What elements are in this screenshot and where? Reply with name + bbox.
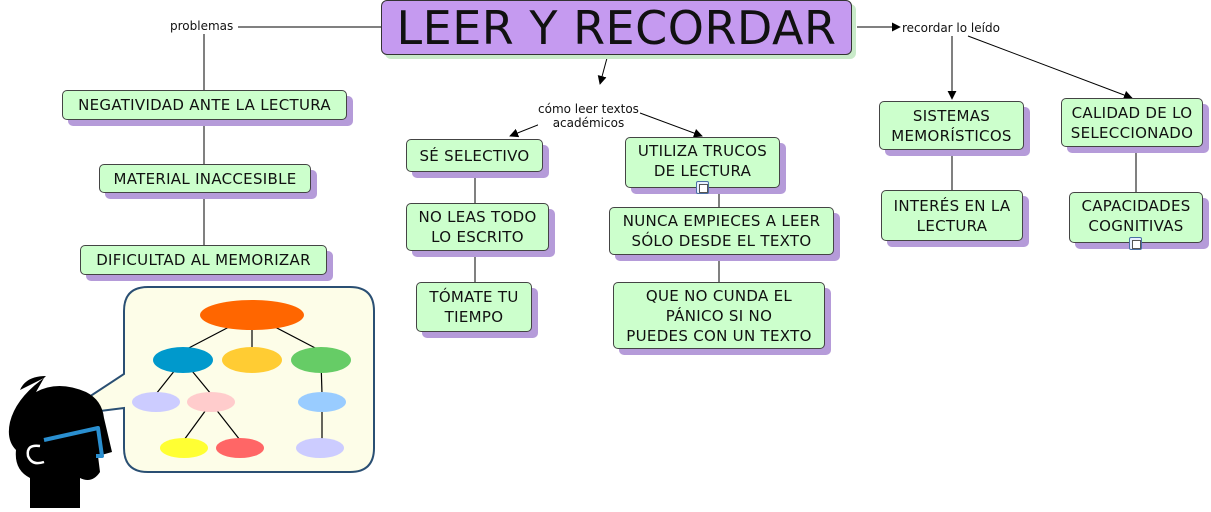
node-interes-lectura[interactable]: INTERÉS EN LA LECTURA	[881, 190, 1023, 241]
node-material-inaccesible[interactable]: MATERIAL INACCESIBLE	[99, 164, 311, 193]
node-tomate-tu-tiempo[interactable]: TÓMATE TU TIEMPO	[416, 282, 532, 332]
document-icon[interactable]	[696, 181, 709, 194]
node-negatividad[interactable]: NEGATIVIDAD ANTE LA LECTURA	[62, 90, 347, 120]
link-label-como-leer: cómo leer textos académicos	[538, 88, 639, 130]
node-capacidades-cognitivas[interactable]: CAPACIDADES COGNITIVAS	[1069, 192, 1203, 243]
node-calidad-seleccionado[interactable]: CALIDAD DE LO SELECCIONADO	[1061, 98, 1203, 147]
node-sistemas-memoristicos[interactable]: SISTEMAS MEMORÍSTICOS	[879, 101, 1024, 150]
title-text: LEER Y RECORDAR	[396, 0, 837, 55]
link-label-recordar: recordar lo leído	[902, 21, 1000, 35]
node-no-leas-todo[interactable]: NO LEAS TODO LO ESCRITO	[406, 203, 549, 251]
thinking-head-illustration	[8, 286, 375, 508]
node-no-cunda-panico[interactable]: QUE NO CUNDA EL PÁNICO SI NO PUEDES CON …	[613, 282, 825, 349]
node-utiliza-trucos[interactable]: UTILIZA TRUCOS DE LECTURA	[625, 137, 780, 188]
node-dificultad-memorizar[interactable]: DIFICULTAD AL MEMORIZAR	[80, 245, 327, 275]
document-icon[interactable]	[1129, 237, 1142, 250]
node-nunca-empieces[interactable]: NUNCA EMPIECES A LEER SÓLO DESDE EL TEXT…	[609, 207, 834, 255]
title-node[interactable]: LEER Y RECORDAR	[381, 0, 852, 55]
node-se-selectivo[interactable]: SÉ SELECTIVO	[406, 139, 543, 172]
link-label-problemas: problemas	[170, 19, 234, 33]
head-silhouette-icon	[8, 378, 113, 508]
speech-bubble-icon	[59, 286, 375, 473]
glasses-icon	[43, 426, 104, 458]
